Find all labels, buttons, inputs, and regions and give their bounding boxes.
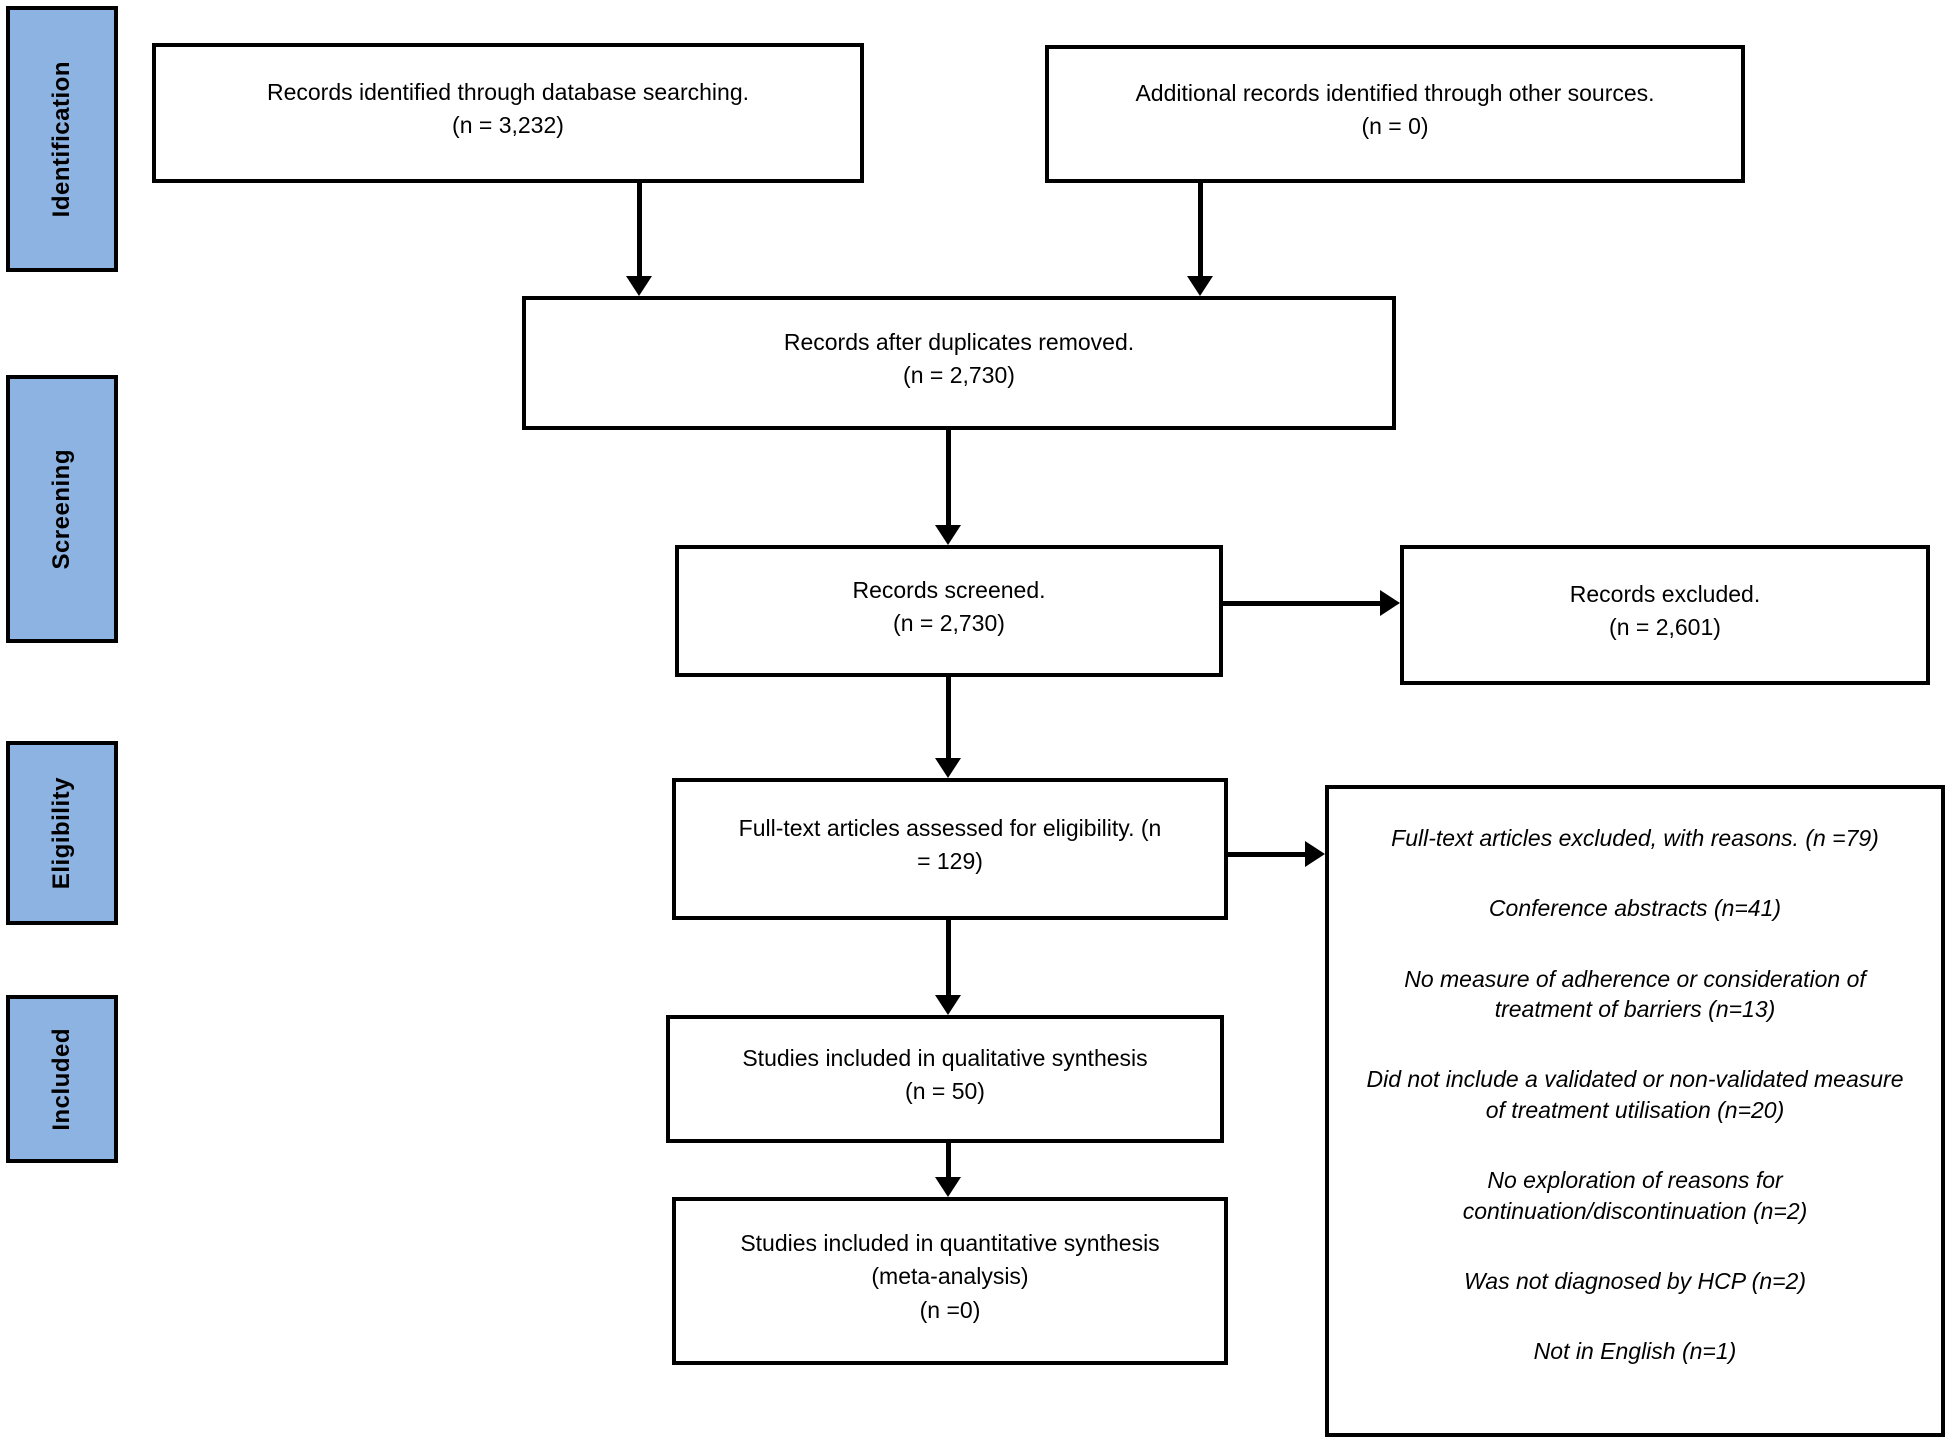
box-records-identified-other: Additional records identified through ot… [1045, 45, 1745, 183]
stage-label: Screening [48, 448, 75, 570]
box-text-line: (meta-analysis) [871, 1263, 1029, 1290]
box-text-line: (n =0) [919, 1296, 981, 1323]
box-text-line: (n = 2,730) [893, 610, 1005, 636]
box-text-line: (n = 50) [905, 1078, 985, 1104]
box-text-line: Records screened. [852, 576, 1046, 603]
box-text-line: Records after duplicates removed. [783, 328, 1135, 355]
exclusion-reason: Was not diagnosed by HCP (n=2) [1464, 1267, 1806, 1294]
arrow-qualitative-to-quantitative [935, 1143, 961, 1197]
box-text-line: Records excluded. [1569, 580, 1761, 607]
exclusion-reason: Did not include a validated or non-valid… [1366, 1066, 1904, 1123]
arrow-fulltext-to-qualitative [935, 920, 961, 1015]
arrow-screened-to-fulltext [935, 677, 961, 778]
arrow-dedup-to-screened [935, 430, 961, 545]
box-records-excluded: Records excluded. (n = 2,601) [1400, 545, 1930, 685]
box-text-line: Studies included in quantitative synthes… [740, 1229, 1160, 1256]
arrow-db-to-dedup [626, 183, 652, 296]
stage-label: Eligibility [48, 776, 75, 890]
box-duplicates-removed: Records after duplicates removed. (n = 2… [522, 296, 1396, 430]
box-fulltext-excluded-reasons: Full-text articles excluded, with reason… [1325, 785, 1945, 1437]
exclusion-reason: Full-text articles excluded, with reason… [1391, 825, 1879, 851]
arrow-screened-to-excluded [1223, 590, 1400, 616]
box-text-line: = 129) [917, 848, 983, 874]
box-records-identified-db: Records identified through database sear… [152, 43, 864, 183]
stage-eligibility: Eligibility [6, 741, 118, 925]
box-text-line: Additional records identified through ot… [1135, 79, 1655, 106]
box-text-line: Studies included in qualitative synthesi… [742, 1044, 1148, 1071]
stage-included: Included [6, 995, 118, 1163]
arrow-other-to-dedup [1187, 183, 1213, 296]
box-text-line: (n = 3,232) [452, 112, 564, 138]
box-qualitative-synthesis: Studies included in qualitative synthesi… [666, 1015, 1224, 1143]
box-text-line: (n = 2,730) [903, 362, 1015, 388]
stage-identification: Identification [6, 6, 118, 272]
box-text-line: Full-text articles assessed for eligibil… [738, 814, 1162, 841]
box-text-line: (n = 2,601) [1609, 614, 1721, 640]
arrow-fulltext-to-reasons [1228, 841, 1325, 867]
exclusion-reason: No exploration of reasons for continuati… [1462, 1167, 1808, 1224]
box-records-screened: Records screened. (n = 2,730) [675, 545, 1223, 677]
stage-label: Included [48, 1027, 75, 1131]
box-quantitative-synthesis: Studies included in quantitative synthes… [672, 1197, 1228, 1365]
exclusion-reason: Not in English (n=1) [1533, 1338, 1737, 1365]
exclusion-reason: Conference abstracts (n=41) [1488, 895, 1782, 922]
stage-label: Identification [48, 60, 75, 218]
stage-screening: Screening [6, 375, 118, 643]
box-text-line: Records identified through database sear… [266, 78, 750, 105]
box-text-line: (n = 0) [1361, 113, 1429, 139]
exclusion-reason: No measure of adherence or consideration… [1404, 965, 1866, 1023]
box-fulltext-assessed: Full-text articles assessed for eligibil… [672, 778, 1228, 920]
